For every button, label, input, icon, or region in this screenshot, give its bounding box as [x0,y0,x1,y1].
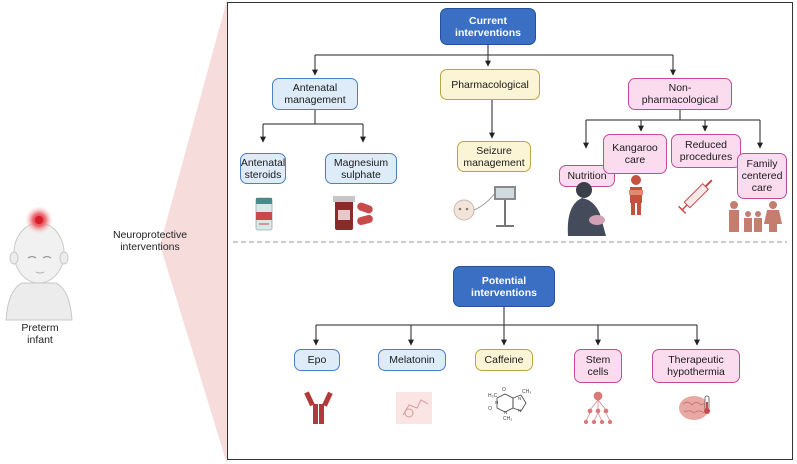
nutrition-box: Nutrition [559,165,615,187]
infant-label: Preterm infant [21,322,59,346]
caffeine-o-top-label: O [502,387,506,393]
epo-antibody-icon [304,391,333,424]
seizure-management-box: Seizure management [457,141,531,172]
caffeine-n2-label: N [504,410,507,415]
caffeine-o-left-label: O [488,406,492,412]
neuroprotective-label: Neuroprotective interventions [112,229,188,253]
magnesium-sulphate-box: Magnesium sulphate [325,153,397,184]
stem-cells-box: Stem cells [574,349,622,383]
caffeine-n4-label: N [518,408,521,413]
caffeine-h3c-label: H₃C [488,393,498,399]
seizure-monitor-icon [453,186,516,227]
caffeine-n1-label: N [495,400,498,405]
caffeine-ch3-right-label: CH₃ [522,389,531,395]
family-centered-care-box: Family centered care [737,153,787,199]
non-pharmacological-box: Non- pharmacological [628,78,732,110]
melatonin-box: Melatonin [378,349,446,371]
therapeutic-hypothermia-box: Therapeutic hypothermia [652,349,740,383]
magnesium-pills-icon [333,196,373,230]
syringe-icon [678,179,713,214]
potential-interventions-title: Potential interventions [453,266,555,307]
steroid-vial-icon [255,197,273,231]
hypothermia-brain-icon [679,395,710,420]
family-icon [729,201,782,232]
current-interventions-title: Current interventions [440,8,536,45]
caffeine-molecule-icon [496,393,527,413]
epo-box: Epo [294,349,340,371]
stem-cells-icon [583,391,613,425]
pharmacological-box: Pharmacological [440,69,540,100]
reduced-procedures-box: Reduced procedures [671,134,741,168]
kangaroo-care-icon [629,175,643,215]
antenatal-management-box: Antenatal management [272,78,358,110]
interventions-panel [227,2,793,460]
antenatal-steroids-box: Antenatal steroids [240,153,286,184]
caffeine-n3-label: N [518,396,521,401]
melatonin-molecule-icon [396,392,432,424]
nutrition-mother-icon [567,182,606,236]
caffeine-ch3-bottom-label: CH₃ [503,416,512,422]
caffeine-box: Caffeine [475,349,533,371]
kangaroo-care-box: Kangaroo care [603,134,667,174]
